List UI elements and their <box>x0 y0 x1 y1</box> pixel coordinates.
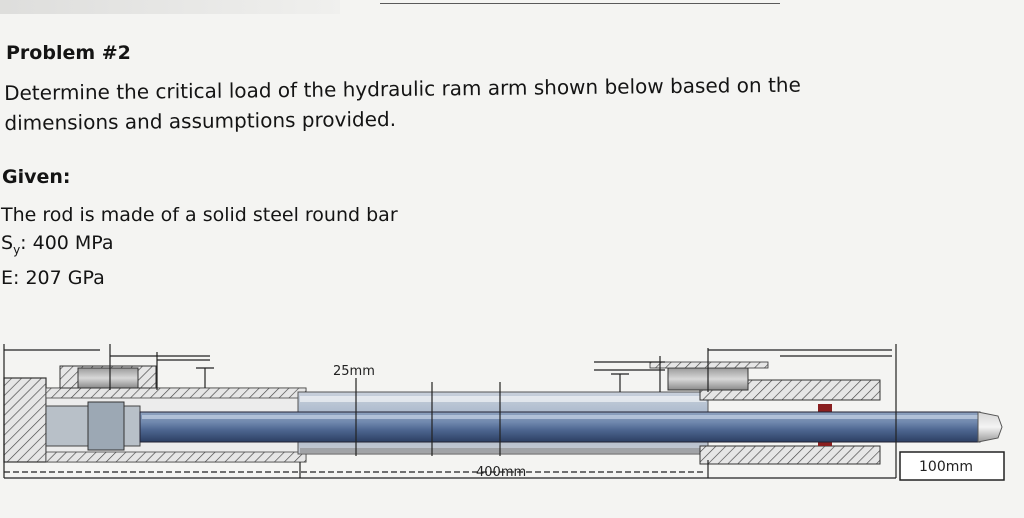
piston-nut <box>87 401 125 451</box>
length-label: 400mm <box>476 465 526 480</box>
given-elastic-modulus: E: 207 GPa <box>1 266 105 289</box>
barrel-wall-bottom <box>45 451 307 463</box>
given-material: The rod is made of a solid steel round b… <box>1 204 398 226</box>
rod-highlight <box>142 415 978 419</box>
right-mount-lug <box>649 361 769 369</box>
given-heading: Given: <box>2 166 71 188</box>
scan-smudge <box>0 0 340 14</box>
top-rule <box>380 3 780 4</box>
hydraulic-ram-drawing: 25mm 400mm 100mm <box>3 344 1005 481</box>
end-cap-section <box>3 377 47 463</box>
bore-shadow <box>300 448 706 454</box>
problem-statement: Determine the critical load of the hydra… <box>4 72 801 135</box>
overhang-label-box <box>899 451 1005 481</box>
yield-symbol: S <box>1 232 14 254</box>
overhang-label: 100mm <box>919 459 973 475</box>
dimension-lines <box>3 344 1005 481</box>
yield-value: : 400 MPa <box>20 232 114 254</box>
yield-subscript: y <box>13 242 21 257</box>
barrel-wall-top <box>45 387 307 399</box>
seal-upper <box>818 404 832 412</box>
given-list: The rod is made of a solid steel round b… <box>1 201 398 292</box>
rod-tip <box>977 411 1003 443</box>
left-mount-boss <box>77 367 139 389</box>
given-yield-strength: Sy: 400 MPa <box>1 229 398 264</box>
diameter-label: 25mm <box>333 364 375 379</box>
piston-rod <box>45 401 1003 451</box>
gland-lower-section <box>699 445 881 465</box>
problem-title: Problem #2 <box>6 42 131 64</box>
bore-highlight <box>300 396 706 402</box>
